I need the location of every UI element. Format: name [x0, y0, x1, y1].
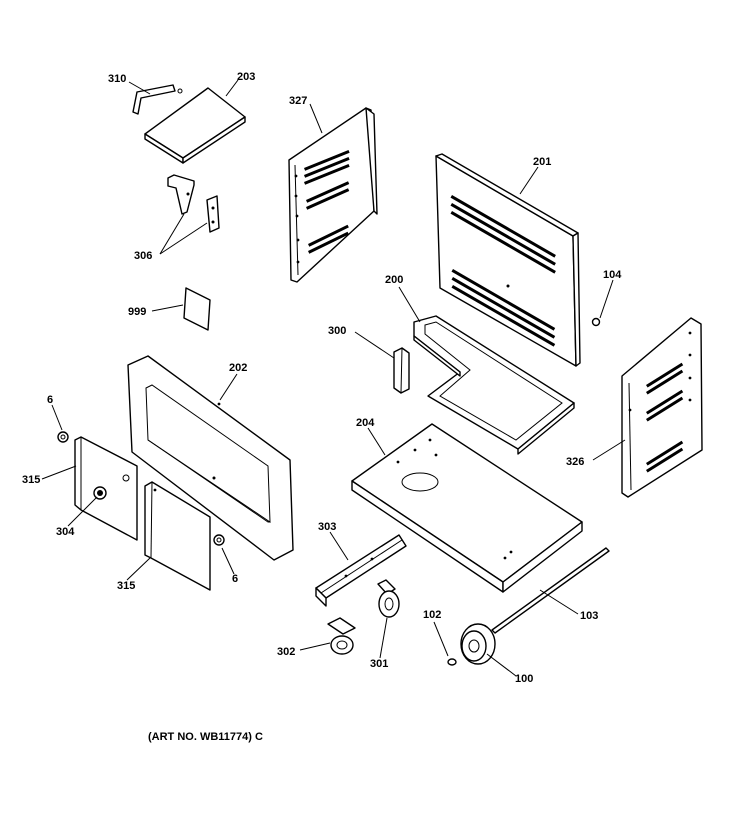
part-327-side-panel	[288, 107, 378, 283]
label-200: 200	[385, 274, 403, 286]
part-304-knob	[93, 486, 107, 500]
label-100: 100	[515, 673, 533, 685]
part-315-door-right	[144, 481, 211, 591]
part-6-screw-upper	[57, 431, 69, 443]
art-number-caption: (ART NO. WB11774) C	[148, 731, 263, 743]
part-201-back-panel	[435, 153, 581, 367]
label-6-upper: 6	[47, 394, 53, 406]
label-315-upper: 315	[22, 474, 40, 486]
label-306: 306	[134, 250, 152, 262]
label-315-lower: 315	[117, 580, 135, 592]
label-104: 104	[603, 269, 622, 281]
part-100-wheel	[460, 623, 496, 665]
part-301-caster	[377, 579, 400, 618]
part-203-top-plate	[144, 87, 246, 164]
part-326-side-panel	[621, 317, 703, 498]
part-103-axle-rod	[491, 547, 610, 634]
leader-lines	[41, 79, 626, 677]
part-315-door-left	[74, 436, 138, 541]
part-302-caster	[327, 617, 356, 655]
label-327: 327	[289, 95, 307, 107]
label-203: 203	[237, 71, 255, 83]
part-labels: 310 203 327 201 306 104 200 999 300 202 …	[22, 71, 622, 685]
part-202-front-frame	[127, 355, 294, 561]
part-6-screw-lower	[213, 534, 225, 546]
label-326: 326	[566, 456, 584, 468]
label-6-lower: 6	[232, 573, 238, 585]
label-304: 304	[56, 526, 75, 538]
part-310-handle-rod	[132, 84, 176, 115]
label-102: 102	[423, 609, 441, 621]
label-302: 302	[277, 646, 295, 658]
part-204-base-plate	[351, 423, 583, 593]
label-300: 300	[328, 325, 346, 337]
label-310: 310	[108, 73, 126, 85]
label-999: 999	[128, 306, 146, 318]
part-104-screw	[591, 317, 601, 327]
part-300-post	[393, 347, 410, 394]
label-204: 204	[356, 417, 375, 429]
label-201: 201	[533, 156, 551, 168]
part-306-brackets	[167, 174, 220, 233]
part-999-card	[183, 287, 211, 331]
label-303: 303	[318, 521, 336, 533]
part-303-channel	[315, 534, 407, 607]
part-102-washer	[447, 658, 457, 666]
part-200-frame	[413, 315, 575, 455]
label-202: 202	[229, 362, 247, 374]
label-301: 301	[370, 658, 388, 670]
label-103: 103	[580, 610, 598, 622]
